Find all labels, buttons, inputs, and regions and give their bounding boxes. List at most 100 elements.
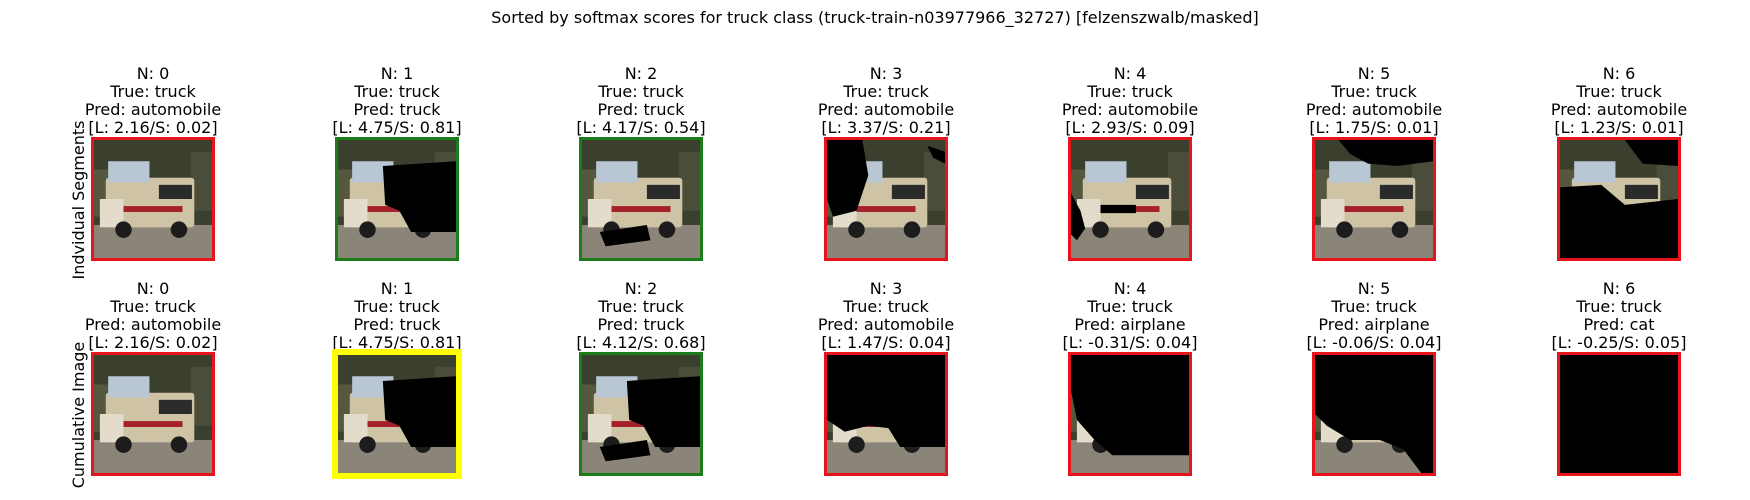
truck-window bbox=[891, 184, 925, 199]
subplot-image bbox=[1557, 137, 1681, 261]
subplot-image bbox=[332, 349, 462, 479]
truck-windshield-glare bbox=[596, 161, 638, 183]
true-label: True: truck bbox=[1331, 297, 1417, 316]
wheel-front bbox=[359, 436, 376, 453]
pred-label: Pred: airplane bbox=[1074, 315, 1186, 334]
score-label: [L: 4.75/S: 0.81] bbox=[332, 118, 462, 137]
true-label: True: truck bbox=[354, 82, 440, 101]
truck-window bbox=[1624, 184, 1658, 199]
truck-stripe bbox=[611, 206, 671, 212]
truck-window bbox=[158, 399, 192, 414]
index-label: N: 2 bbox=[624, 64, 658, 83]
pred-label: Pred: automobile bbox=[1061, 100, 1199, 119]
truck-stripe bbox=[123, 421, 183, 427]
subplot-image bbox=[91, 137, 215, 261]
wheel-front bbox=[359, 221, 376, 238]
wheel-rear bbox=[1147, 221, 1165, 238]
row-label-individual: Indvidual Segments bbox=[69, 120, 88, 280]
road bbox=[1315, 224, 1433, 258]
subplot-image bbox=[824, 352, 948, 476]
subplot-image bbox=[1312, 352, 1436, 476]
wheel-rear bbox=[903, 221, 921, 238]
segment-mask bbox=[1338, 140, 1433, 166]
score-label: [L: 2.16/S: 0.02] bbox=[88, 118, 218, 137]
score-label: [L: 1.75/S: 0.01] bbox=[1309, 118, 1439, 137]
truck-cab bbox=[99, 414, 124, 443]
segment-mask bbox=[1624, 140, 1678, 166]
wheel-rear bbox=[170, 436, 188, 453]
wheel-front bbox=[848, 436, 865, 453]
truck-thumbnail bbox=[582, 140, 700, 258]
truck-cab bbox=[587, 199, 612, 228]
truck-cab bbox=[587, 414, 612, 443]
tree-right bbox=[1656, 151, 1678, 211]
truck-thumbnail bbox=[827, 355, 945, 473]
pred-label: Pred: automobile bbox=[1550, 100, 1688, 119]
segment-mask bbox=[599, 224, 651, 247]
score-label: [L: 2.16/S: 0.02] bbox=[88, 333, 218, 352]
tree-right bbox=[678, 151, 700, 211]
wheel-front bbox=[848, 221, 865, 238]
segment-mask bbox=[1560, 184, 1678, 258]
wheel-rear bbox=[1391, 221, 1409, 238]
score-label: [L: 4.17/S: 0.54] bbox=[576, 118, 706, 137]
index-label: N: 0 bbox=[136, 279, 170, 298]
segment-mask bbox=[599, 439, 651, 462]
score-label: [L: 1.47/S: 0.04] bbox=[821, 333, 951, 352]
wheel-front bbox=[1336, 436, 1353, 453]
segment-mask bbox=[1100, 204, 1136, 214]
segment-mask bbox=[382, 161, 456, 233]
wheel-front bbox=[1092, 221, 1109, 238]
true-label: True: truck bbox=[110, 82, 196, 101]
segment-mask bbox=[827, 140, 869, 217]
subplot-image bbox=[579, 137, 703, 261]
figure-title: Sorted by softmax scores for truck class… bbox=[491, 8, 1259, 27]
truck-windshield-glare bbox=[1574, 161, 1616, 183]
truck-stripe bbox=[1344, 206, 1404, 212]
segment-mask bbox=[1315, 355, 1433, 473]
road bbox=[827, 224, 945, 258]
pred-label: Pred: automobile bbox=[84, 100, 222, 119]
truck-thumbnail bbox=[338, 355, 456, 473]
tree-right bbox=[190, 366, 212, 426]
subplot-image bbox=[824, 137, 948, 261]
true-label: True: truck bbox=[1087, 297, 1173, 316]
wheel-front bbox=[115, 436, 132, 453]
score-label: [L: -0.06/S: 0.04] bbox=[1306, 333, 1442, 352]
index-label: N: 1 bbox=[380, 279, 414, 298]
road bbox=[94, 439, 212, 473]
tree-right bbox=[1411, 151, 1433, 211]
true-label: True: truck bbox=[1576, 82, 1662, 101]
true-label: True: truck bbox=[843, 297, 929, 316]
pred-label: Pred: automobile bbox=[84, 315, 222, 334]
truck-cab bbox=[99, 199, 124, 228]
pred-label: Pred: truck bbox=[597, 100, 685, 119]
truck-cab bbox=[1320, 199, 1345, 228]
truck-windshield-glare bbox=[1329, 161, 1371, 183]
score-label: [L: 4.75/S: 0.81] bbox=[332, 333, 462, 352]
true-label: True: truck bbox=[598, 297, 684, 316]
subplot-image bbox=[579, 352, 703, 476]
pred-label: Pred: truck bbox=[597, 315, 685, 334]
wheel-rear bbox=[170, 221, 188, 238]
tree-right bbox=[923, 151, 945, 211]
pred-label: Pred: automobile bbox=[817, 315, 955, 334]
score-label: [L: 4.12/S: 0.68] bbox=[576, 333, 706, 352]
segment-mask bbox=[927, 145, 945, 164]
segment-mask bbox=[1071, 193, 1086, 241]
truck-windshield-glare bbox=[108, 376, 150, 398]
pred-label: Pred: truck bbox=[353, 315, 441, 334]
truck-window bbox=[646, 184, 680, 199]
truck-windshield-glare bbox=[108, 161, 150, 183]
truck-thumbnail bbox=[1071, 355, 1189, 473]
true-label: True: truck bbox=[1087, 82, 1173, 101]
index-label: N: 3 bbox=[869, 279, 903, 298]
